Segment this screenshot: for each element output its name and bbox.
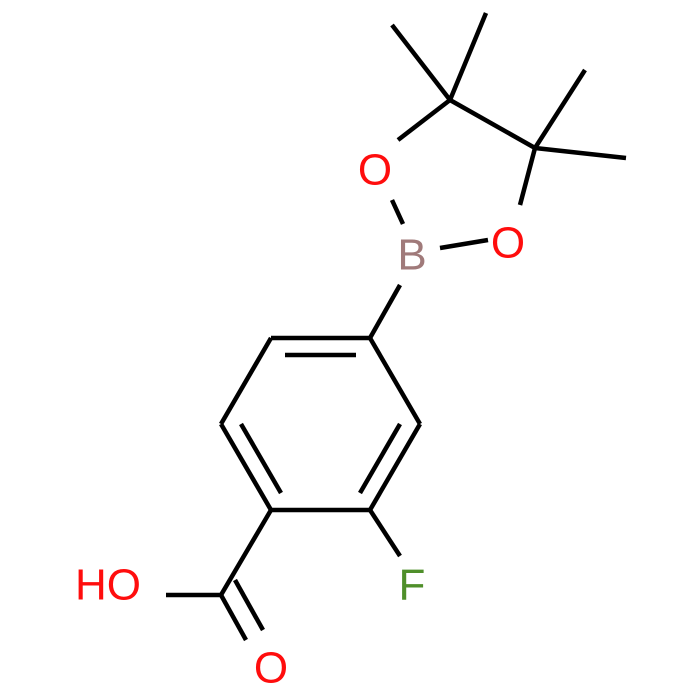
bond-ring-c3-c4-inner xyxy=(239,422,283,495)
bond-ring-c5-c6 xyxy=(368,422,422,512)
bond-c7-c8 xyxy=(448,98,537,150)
bond-ring-cooh xyxy=(219,508,273,597)
bond-ring-c3-c4 xyxy=(219,422,273,512)
bond-c8-o2 xyxy=(517,147,538,206)
bond-o1-c7 xyxy=(396,98,452,142)
bond-b-o1 xyxy=(389,199,406,225)
atom-oh: HO xyxy=(75,561,141,610)
bonds xyxy=(166,12,627,642)
bond-c-f xyxy=(368,508,402,558)
atom-labels: B O O F HO O xyxy=(75,146,525,693)
atom-f: F xyxy=(399,561,426,610)
atom-o2: O xyxy=(491,219,525,268)
bond-ring-c6-c1 xyxy=(368,336,422,426)
bond-c8-me3 xyxy=(533,68,587,150)
bond-c-o-double-2 xyxy=(233,578,265,632)
bond-ring-c5-c6-inner xyxy=(358,422,402,495)
bond-c7-me2 xyxy=(447,12,489,101)
bond-c8-me4 xyxy=(534,145,627,161)
atom-b: B xyxy=(397,231,426,280)
bond-ring-c2-c3 xyxy=(219,336,273,426)
bond-b-o2 xyxy=(439,237,489,251)
bond-c-o-double-1 xyxy=(219,593,248,642)
atom-o3: O xyxy=(254,644,288,693)
bond-c7-me1 xyxy=(390,23,452,102)
bond-c-b xyxy=(368,283,402,340)
atom-o1: O xyxy=(358,146,392,195)
